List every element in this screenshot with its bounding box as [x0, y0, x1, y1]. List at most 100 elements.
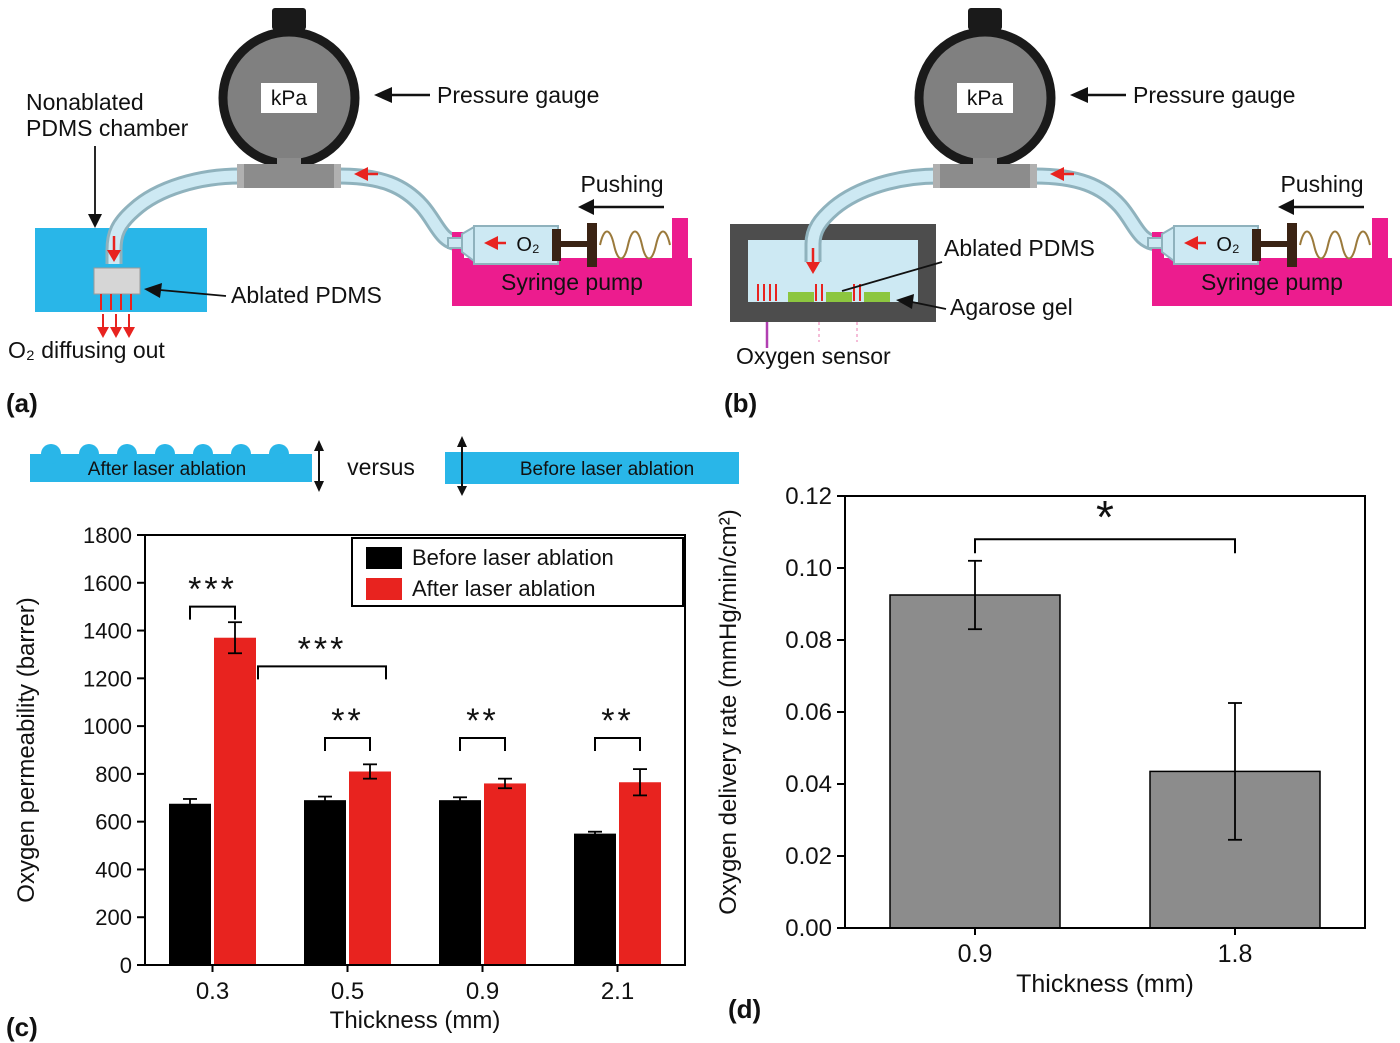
panel-d-label: (d) — [728, 994, 761, 1024]
bar — [304, 800, 346, 965]
arrow-left-icon — [484, 236, 498, 250]
chamber-label-line1: Nonablated — [26, 89, 144, 115]
arrow-down-icon — [107, 250, 121, 262]
agarose-gel-block — [864, 292, 890, 302]
thickness-indicator-after — [314, 440, 324, 492]
gauge-knob — [968, 8, 1002, 30]
plunger-rod — [561, 241, 587, 247]
agarose-gel-label: Agarose gel — [950, 294, 1073, 320]
plunger-seal — [1252, 229, 1261, 261]
y-tick-label: 1600 — [83, 571, 132, 596]
gauge-display — [957, 83, 1013, 113]
y-tick-label: 1000 — [83, 714, 132, 739]
significance-label: * — [1096, 491, 1114, 543]
arrow-left-icon — [1050, 167, 1064, 181]
after-ablation-schematic: After laser ablation — [30, 444, 312, 482]
pushing-label: Pushing — [580, 171, 663, 197]
tubing — [804, 167, 1160, 262]
significance-bracket — [594, 737, 641, 752]
bar — [484, 783, 526, 965]
pump-base — [452, 258, 692, 306]
o2-diffusing-label: O₂ diffusing out — [8, 337, 165, 363]
x-tick-label: 0.5 — [331, 978, 364, 1005]
arrow-down-icon — [88, 214, 102, 228]
gauge-unit-label: kPa — [967, 87, 1004, 110]
panel-a-diagram: kPa Pressure gauge O₂ diffusing out — [6, 8, 692, 418]
legend-label: Before laser ablation — [412, 545, 614, 570]
spring — [599, 230, 671, 260]
pushing-annotation: Pushing — [578, 171, 664, 215]
y-tick-label: 400 — [95, 857, 132, 882]
significance-bracket — [459, 737, 506, 752]
pushing-annotation: Pushing — [1278, 171, 1364, 215]
plunger-seal — [552, 229, 561, 261]
pressure-gauge: kPa — [218, 8, 360, 188]
thickness-indicator-before — [457, 436, 467, 496]
flow-arrows — [107, 167, 378, 262]
significance-label: ** — [466, 702, 498, 740]
bar — [619, 782, 661, 965]
pressure-gauge-label: Pressure gauge — [437, 82, 599, 108]
gauge-unit-label: kPa — [271, 87, 308, 110]
chamber-label-line2: PDMS chamber — [26, 115, 189, 141]
syringe-pump: Syringe pump O₂ — [447, 218, 692, 306]
ablated-pdms-annotation: Ablated PDMS — [841, 235, 1095, 292]
x-tick-label: 1.8 — [1218, 940, 1253, 968]
panel-c-label: (c) — [6, 1012, 38, 1042]
arrow-left-icon — [578, 199, 594, 215]
y-tick-label: 200 — [95, 905, 132, 930]
bar — [574, 833, 616, 965]
x-tick-label: 2.1 — [601, 978, 634, 1005]
y-tick-label: 0.00 — [785, 915, 832, 942]
y-tick-label: 0.02 — [785, 843, 832, 870]
y-tick-label: 1400 — [83, 619, 132, 644]
legend-label: After laser ablation — [412, 576, 595, 601]
syringe-pump-label: Syringe pump — [501, 269, 643, 295]
agarose-gel-block — [826, 292, 852, 302]
legend-swatch — [366, 547, 402, 569]
arrow-left-icon — [1184, 236, 1198, 250]
gauge-knob — [272, 8, 306, 30]
panel-a-label: (a) — [6, 388, 38, 418]
pressure-gauge-label: Pressure gauge — [1133, 82, 1295, 108]
gauge-display — [261, 83, 317, 113]
pushing-label: Pushing — [1280, 171, 1363, 197]
bar — [889, 594, 1061, 929]
syringe-gas-label: O₂ — [516, 234, 539, 256]
x-tick-label: 0.9 — [466, 978, 499, 1005]
bar — [169, 803, 211, 965]
x-tick-label: 0.9 — [958, 940, 993, 968]
pressure-gauge: kPa — [914, 8, 1056, 188]
chamber-annotation: Nonablated PDMS chamber — [26, 89, 189, 228]
ablated-pdms-insert — [93, 267, 141, 310]
oxygen-sensor-electrodes — [757, 284, 861, 301]
pressure-gauge-annotation: Pressure gauge — [1070, 82, 1295, 108]
y-tick-label: 0.10 — [785, 555, 832, 582]
syringe-gas-label: O₂ — [1216, 234, 1239, 256]
gauge-stem — [973, 158, 997, 168]
bar — [349, 771, 391, 965]
flow-arrows — [806, 167, 1074, 274]
significance-label: ** — [331, 702, 363, 740]
before-ablation-schematic: Before laser ablation — [445, 452, 739, 484]
agarose-gel-block — [788, 292, 814, 302]
panel-b-diagram: kPa Pressure gauge Ablated PDMS Agarose … — [724, 8, 1392, 418]
y-tick-label: 1800 — [83, 523, 132, 548]
significance-label: *** — [188, 571, 237, 609]
syringe-pump-label: Syringe pump — [1201, 269, 1343, 295]
c-y-axis-title: Oxygen permeability (barrer) — [13, 597, 40, 902]
panel-c-chart: ************0200400600800100012001400160… — [6, 523, 686, 1042]
y-tick-label: 1200 — [83, 666, 132, 691]
significance-bracket — [974, 538, 1236, 554]
y-tick-label: 0.12 — [785, 483, 832, 510]
versus-label: versus — [347, 454, 415, 480]
arrow-left-icon — [374, 87, 392, 103]
legend-swatch — [366, 578, 402, 600]
chart-c-plot: ************0200400600800100012001400160… — [83, 523, 686, 1005]
oxygen-sensor-label: Oxygen sensor — [736, 343, 891, 369]
agarose-gel-annotation: Agarose gel — [896, 294, 1073, 320]
bar — [214, 637, 256, 965]
gauge-base — [237, 164, 341, 188]
